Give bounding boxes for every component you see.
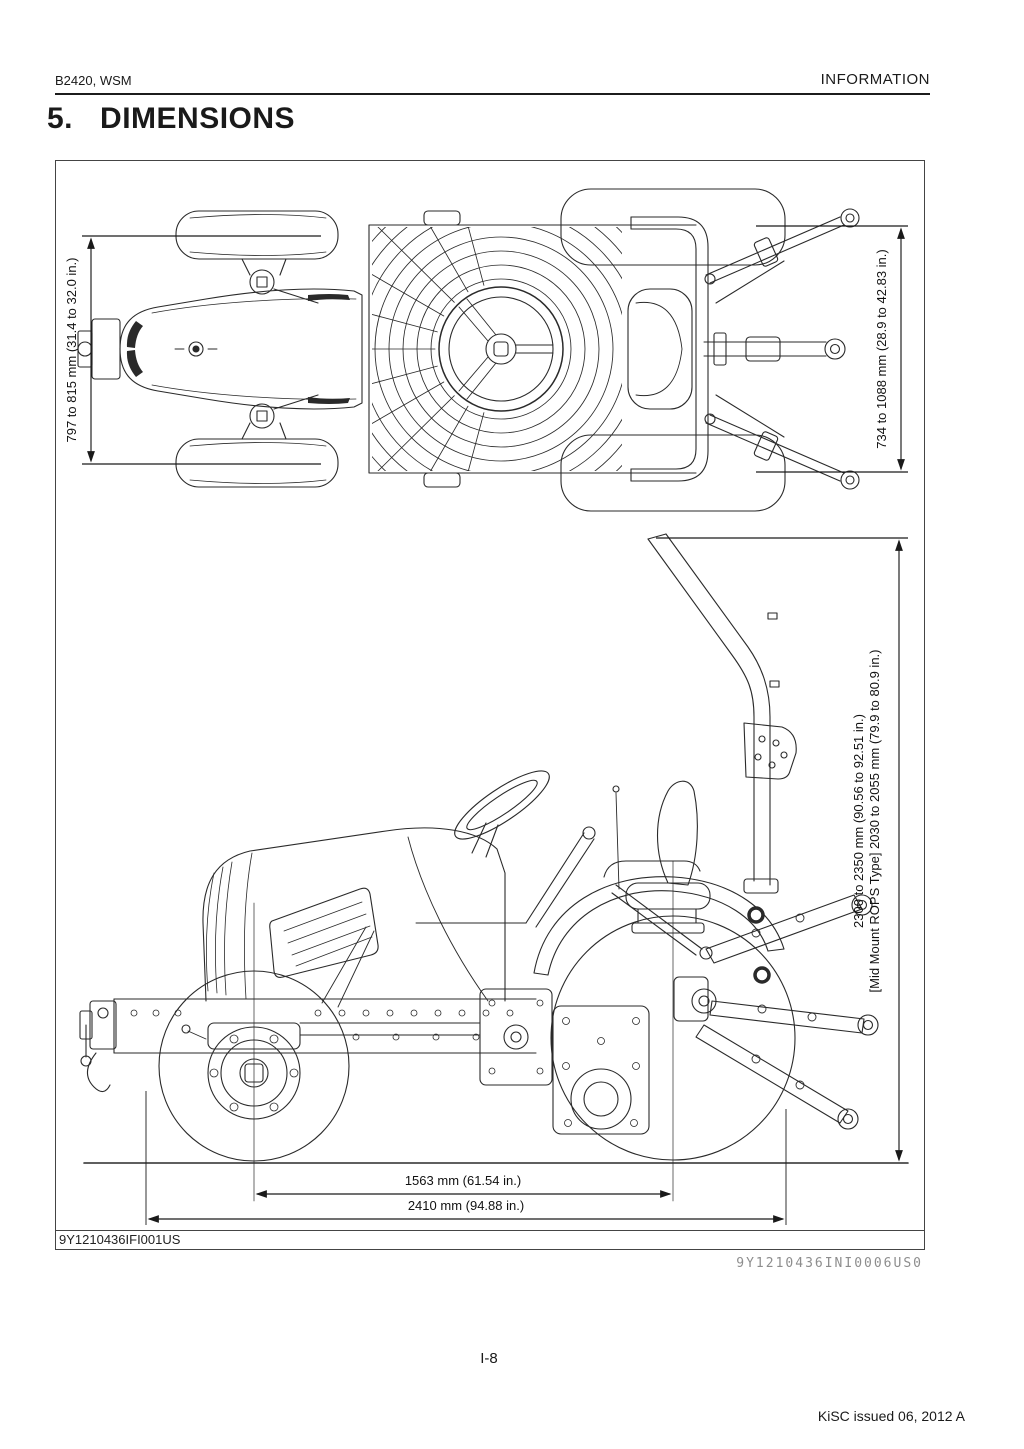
rear-width-dimension-label: 734 to 1088 mm (28.9 to 42.83 in.) [874, 249, 889, 448]
front-tire-left [175, 210, 339, 260]
overall-height-dimension-label: 2300 to 2350 mm (90.56 to 92.51 in.) [851, 714, 866, 928]
rear-tire-right [560, 434, 786, 512]
overall-length-dimension [145, 1091, 787, 1225]
front-tire-right [175, 438, 339, 488]
figure-ref-code: 9Y1210436INI0006US0 [736, 1256, 923, 1271]
tractor-top-view [77, 188, 860, 512]
header-section-label: INFORMATION [820, 71, 930, 88]
page-title-number: 5. [47, 102, 74, 135]
wheelbase-dimension-label: 1563 mm (61.54 in.) [405, 1173, 521, 1188]
rear-fender [533, 876, 785, 976]
rops-side [647, 533, 797, 984]
tractor-side-view [79, 533, 909, 1202]
page-title-text: DIMENSIONS [100, 102, 296, 135]
dimension-lines [82, 225, 908, 1225]
overall-height-dimension [656, 537, 908, 1162]
rear-tire-left [560, 188, 786, 266]
page-number: I-8 [480, 1350, 498, 1367]
steering-wheel-top [438, 286, 564, 412]
transmission-side [479, 826, 703, 1135]
seat-side [603, 780, 711, 934]
hood-side [202, 827, 506, 1002]
front-tread-dimension-label: 797 to 815 mm (31.4 to 32.0 in.) [64, 258, 79, 443]
dimensions-figure: 797 to 815 mm (31.4 to 32.0 in.) 734 to … [55, 160, 925, 1250]
page-title: 5. DIMENSIONS [47, 102, 295, 136]
overall-height-rops-dimension-label: [Mid Mount ROPS Type] 2030 to 2055 mm (7… [867, 650, 882, 993]
tractor-dimension-drawing: 797 to 815 mm (31.4 to 32.0 in.) 734 to … [64, 188, 909, 1225]
rear-width-dimension [756, 225, 908, 473]
figure-code-strip: 9Y1210436IFI001US [56, 1230, 924, 1249]
floor-grid [372, 227, 622, 471]
header-rule [55, 93, 930, 95]
seat-top [627, 288, 693, 410]
frame-side [79, 922, 537, 1093]
hitch-top [703, 208, 860, 490]
overall-length-dimension-label: 2410 mm (94.88 in.) [408, 1198, 524, 1213]
rops-top [630, 216, 709, 482]
header-model: B2420, WSM [55, 73, 132, 88]
figure-code: 9Y1210436IFI001US [59, 1232, 181, 1247]
issue-note: KiSC issued 06, 2012 A [817, 1408, 965, 1424]
hitch-side [673, 894, 879, 1130]
front-tread-dimension [82, 235, 321, 465]
steering-wheel-side [454, 770, 550, 858]
